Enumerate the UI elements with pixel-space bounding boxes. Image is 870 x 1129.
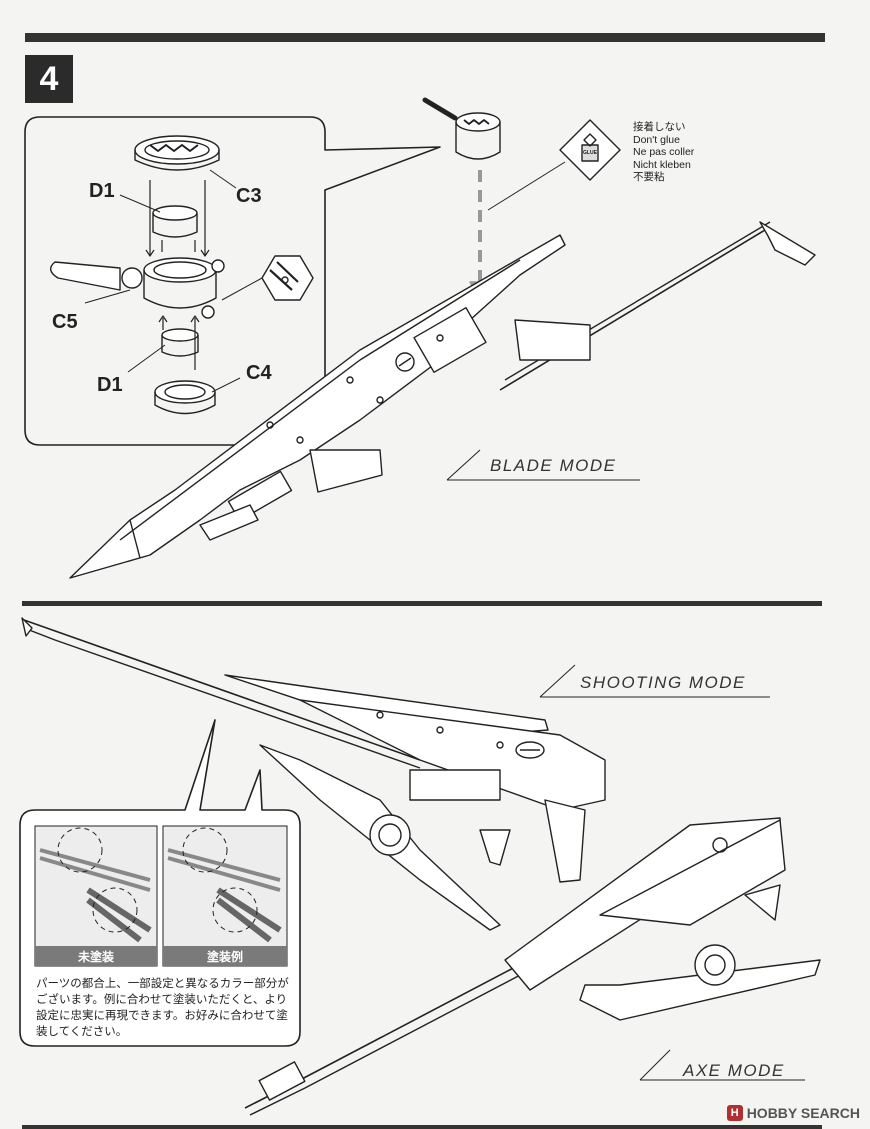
step-number: 4 [25, 55, 73, 103]
no-glue-line-ja: 接着しない [633, 121, 686, 133]
no-glue-line-zh: 不要粘 [633, 171, 665, 183]
label-c3: C3 [236, 185, 262, 207]
painted-caption: 塗装例 [163, 946, 287, 966]
shooting-mode-title: SHOOTING MODE [580, 673, 746, 692]
part-d1-top [152, 205, 198, 238]
shooting-mode-weapon [21, 617, 606, 931]
part-detail-top [422, 97, 501, 160]
label-c5: C5 [52, 311, 78, 333]
no-glue-line-en: Don't glue [633, 133, 680, 146]
paint-note: パーツの都合上、一部設定と異なるカラー部分がございます。例に合わせて塗装いただく… [36, 976, 289, 1038]
label-d1-bottom: D1 [97, 374, 123, 396]
part-d1-bottom [161, 328, 199, 357]
label-d1-top: D1 [89, 180, 115, 202]
unpainted-caption: 未塗装 [35, 946, 157, 966]
part-c5 [50, 257, 225, 319]
top-divider [25, 33, 825, 42]
watermark: H HOBBY SEARCH [726, 1105, 860, 1121]
glue-icon-text: GLUE [583, 150, 597, 156]
blade-mode-weapon [69, 221, 816, 579]
no-glue-line-de: Nicht kleben [633, 158, 691, 171]
axe-mode-weapon [244, 817, 821, 1116]
no-glue-note: 接着しない Don't glue Ne pas coller Nicht kle… [633, 121, 694, 184]
painted-photo [162, 825, 288, 967]
no-glue-icon [487, 119, 621, 211]
unpainted-photo [34, 825, 158, 967]
no-glue-line-fr: Ne pas coller [633, 146, 695, 158]
label-c4: C4 [246, 362, 272, 384]
part-c4 [154, 380, 216, 415]
part-c3 [134, 135, 220, 171]
hobby-search-logo-icon: H [726, 1105, 743, 1121]
blade-mode-title: BLADE MODE [490, 456, 617, 475]
watermark-text: HOBBY SEARCH [746, 1105, 860, 1121]
section-divider [22, 601, 822, 606]
nipper-cut-icon [221, 255, 314, 301]
axe-mode-title: AXE MODE [683, 1061, 785, 1080]
